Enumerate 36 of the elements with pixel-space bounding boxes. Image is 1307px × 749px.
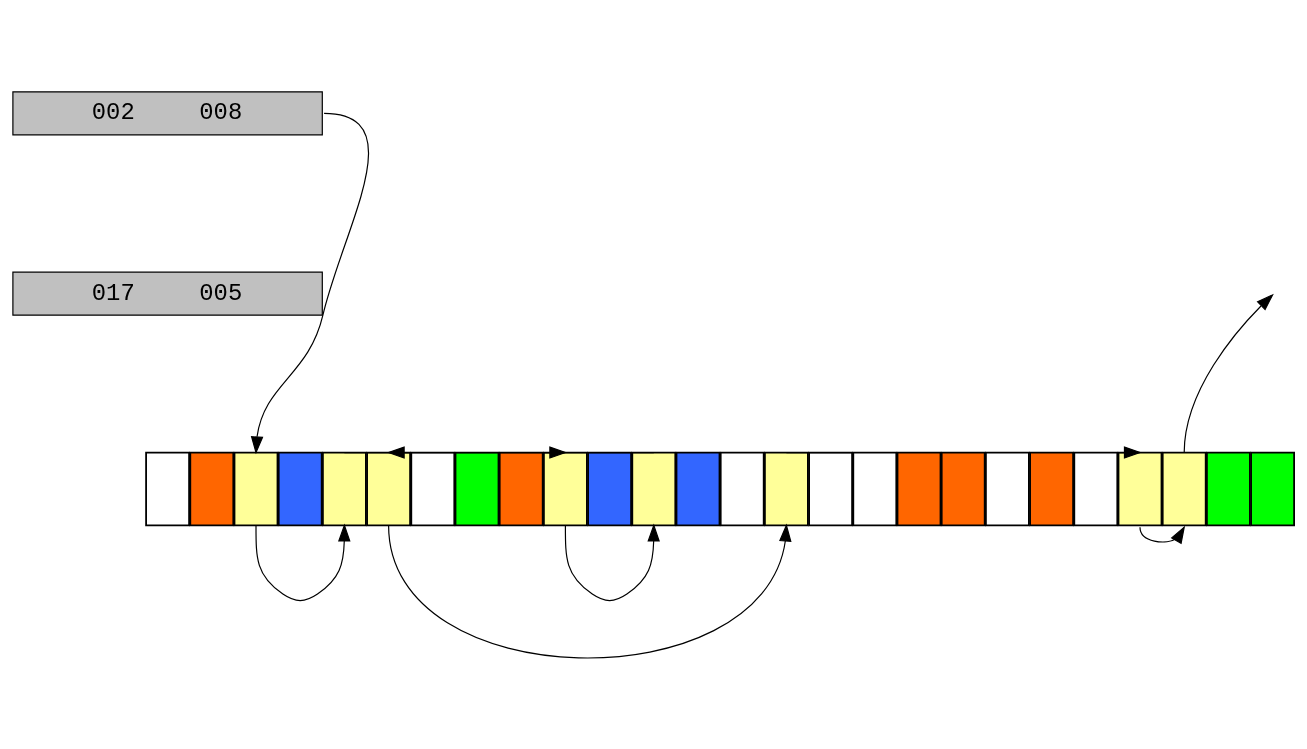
arrow [343,445,568,459]
node-box [940,451,986,526]
node-box [498,451,544,526]
node-box [145,451,190,526]
arrow [564,523,660,601]
arrow [1183,293,1274,453]
node-box [1250,451,1295,526]
node-box [985,451,1030,526]
node-box [896,451,942,526]
arrow [255,523,351,601]
node-box [1206,451,1251,526]
node-box [719,451,765,526]
arrow [388,523,792,658]
node-box [852,451,898,526]
node-box [543,451,588,526]
node-box [366,451,411,526]
node-box: 017 005 [12,271,323,316]
node-box [1073,451,1119,526]
node-box [233,451,279,526]
node-box [675,451,721,526]
node-box [631,451,677,526]
node-box [764,451,809,526]
node-box [1117,451,1163,526]
node-box [322,451,367,526]
node-box [454,451,500,526]
node-box [189,451,235,526]
arrow [386,445,655,459]
node-box [1161,451,1207,526]
arrow [250,112,369,454]
arrow [1139,525,1186,544]
node-box [808,451,853,526]
node-box: 002 008 [12,90,323,135]
node-box [587,451,632,526]
node-box [1029,451,1074,526]
node-box [410,451,456,526]
node-box [277,451,323,526]
